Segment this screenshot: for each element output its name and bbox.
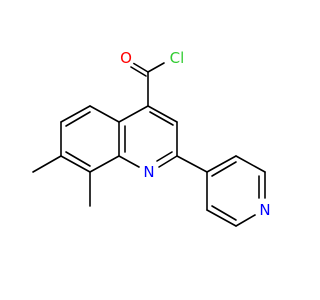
oxygen-label: O xyxy=(120,49,132,67)
bond-c5-c6-double xyxy=(65,111,91,127)
bond-c5-c6 xyxy=(60,105,91,123)
pyridine-nitrogen-atom: N xyxy=(256,201,274,219)
oxygen-atom: O xyxy=(117,49,135,67)
bond-carbonyl-o xyxy=(132,62,149,73)
chlorine-label: Cl xyxy=(170,49,185,67)
pyridine-nitrogen-label: N xyxy=(259,201,270,219)
bonds xyxy=(32,62,266,227)
bond-c4-c3 xyxy=(147,105,178,123)
bond-c7-c8 xyxy=(60,155,91,173)
bond-c4a-c4 xyxy=(118,105,149,123)
bond-c2-n1-double xyxy=(156,151,173,162)
bond-c7-methyl xyxy=(32,155,62,173)
bond-c4a-c5 xyxy=(89,105,120,123)
bond-py-c4-c3 xyxy=(206,155,237,173)
bond-c7-c8-double xyxy=(65,151,91,167)
bond-c2-n1 xyxy=(158,155,178,168)
chlorine-atom: Cl xyxy=(165,46,189,70)
quinoline-nitrogen-atom: N xyxy=(140,163,158,181)
bond-py-c6-c5-double xyxy=(211,205,237,221)
bond-py-c3-c2 xyxy=(235,155,266,173)
bond-py-c6-c5 xyxy=(206,209,237,227)
bond-c4-c3-double xyxy=(149,111,174,126)
bond-c2-pyridyl xyxy=(176,155,208,173)
bond-carbonyl-cl xyxy=(147,62,165,73)
molecule-structure: O Cl N N xyxy=(32,46,274,227)
quinoline-nitrogen-label: N xyxy=(143,163,154,181)
bond-carbonyl-o-double xyxy=(130,66,147,77)
bond-c8-c8a xyxy=(89,155,120,173)
bond-py-c4-c3-double xyxy=(211,161,237,177)
bond-py-n-c6 xyxy=(235,214,256,227)
bond-n1-c8a xyxy=(118,155,140,168)
atom-labels: O Cl N N xyxy=(117,46,274,219)
